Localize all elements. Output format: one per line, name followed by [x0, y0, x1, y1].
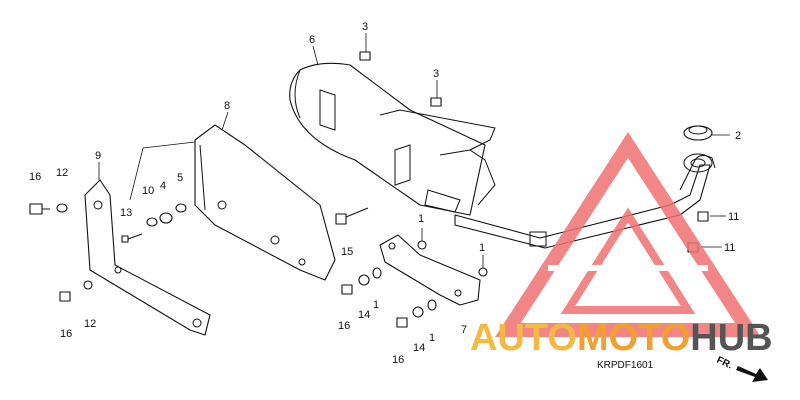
callout-1: 1 [418, 213, 424, 225]
callout-8: 8 [224, 100, 230, 112]
watermark-hub: HUB [690, 317, 772, 359]
heat-guard-bracket [84, 179, 211, 336]
callout-6: 6 [309, 34, 315, 46]
callout-3: 3 [362, 21, 368, 33]
pipe-protector [379, 234, 481, 306]
callout-12: 12 [56, 167, 68, 179]
callout-7: 7 [461, 324, 467, 336]
callout-10: 10 [142, 185, 154, 197]
callout-16: 16 [60, 328, 72, 340]
callout-5: 5 [177, 172, 183, 184]
callout-2: 2 [735, 130, 741, 142]
exhaust-gasket [683, 125, 713, 141]
callout-9: 9 [95, 150, 101, 162]
callout-14: 14 [413, 342, 425, 354]
callout-1: 1 [373, 299, 379, 311]
arrow-right-icon [736, 366, 768, 382]
watermark-auto: AUTO [470, 317, 577, 359]
callout-4: 4 [160, 180, 166, 192]
diagram-code: KRPDF1601 [597, 360, 654, 371]
automotohub-logo-icon [495, 132, 761, 337]
callout-11: 11 [728, 211, 739, 223]
callout-15: 15 [341, 246, 353, 258]
callout-16: 16 [338, 320, 350, 332]
watermark-moto: MOTO [577, 317, 690, 359]
callout-1: 1 [479, 242, 485, 254]
leader-lines [98, 33, 730, 268]
callout-12: 12 [84, 318, 96, 330]
watermark-wordmark: AUTOMOTOHUB [470, 317, 773, 359]
callout-3: 3 [433, 68, 439, 80]
callout-11: 11 [724, 242, 735, 254]
callout-labels: 6 3 3 8 2 9 16 12 10 4 5 13 1 1 11 11 15… [29, 21, 741, 366]
muffler-body [289, 62, 496, 216]
muffler-cover [194, 124, 336, 281]
callout-14: 14 [358, 309, 370, 321]
callout-1: 1 [429, 332, 435, 344]
callout-16: 16 [392, 354, 404, 366]
callout-13: 13 [120, 207, 132, 219]
callout-16: 16 [29, 171, 41, 183]
